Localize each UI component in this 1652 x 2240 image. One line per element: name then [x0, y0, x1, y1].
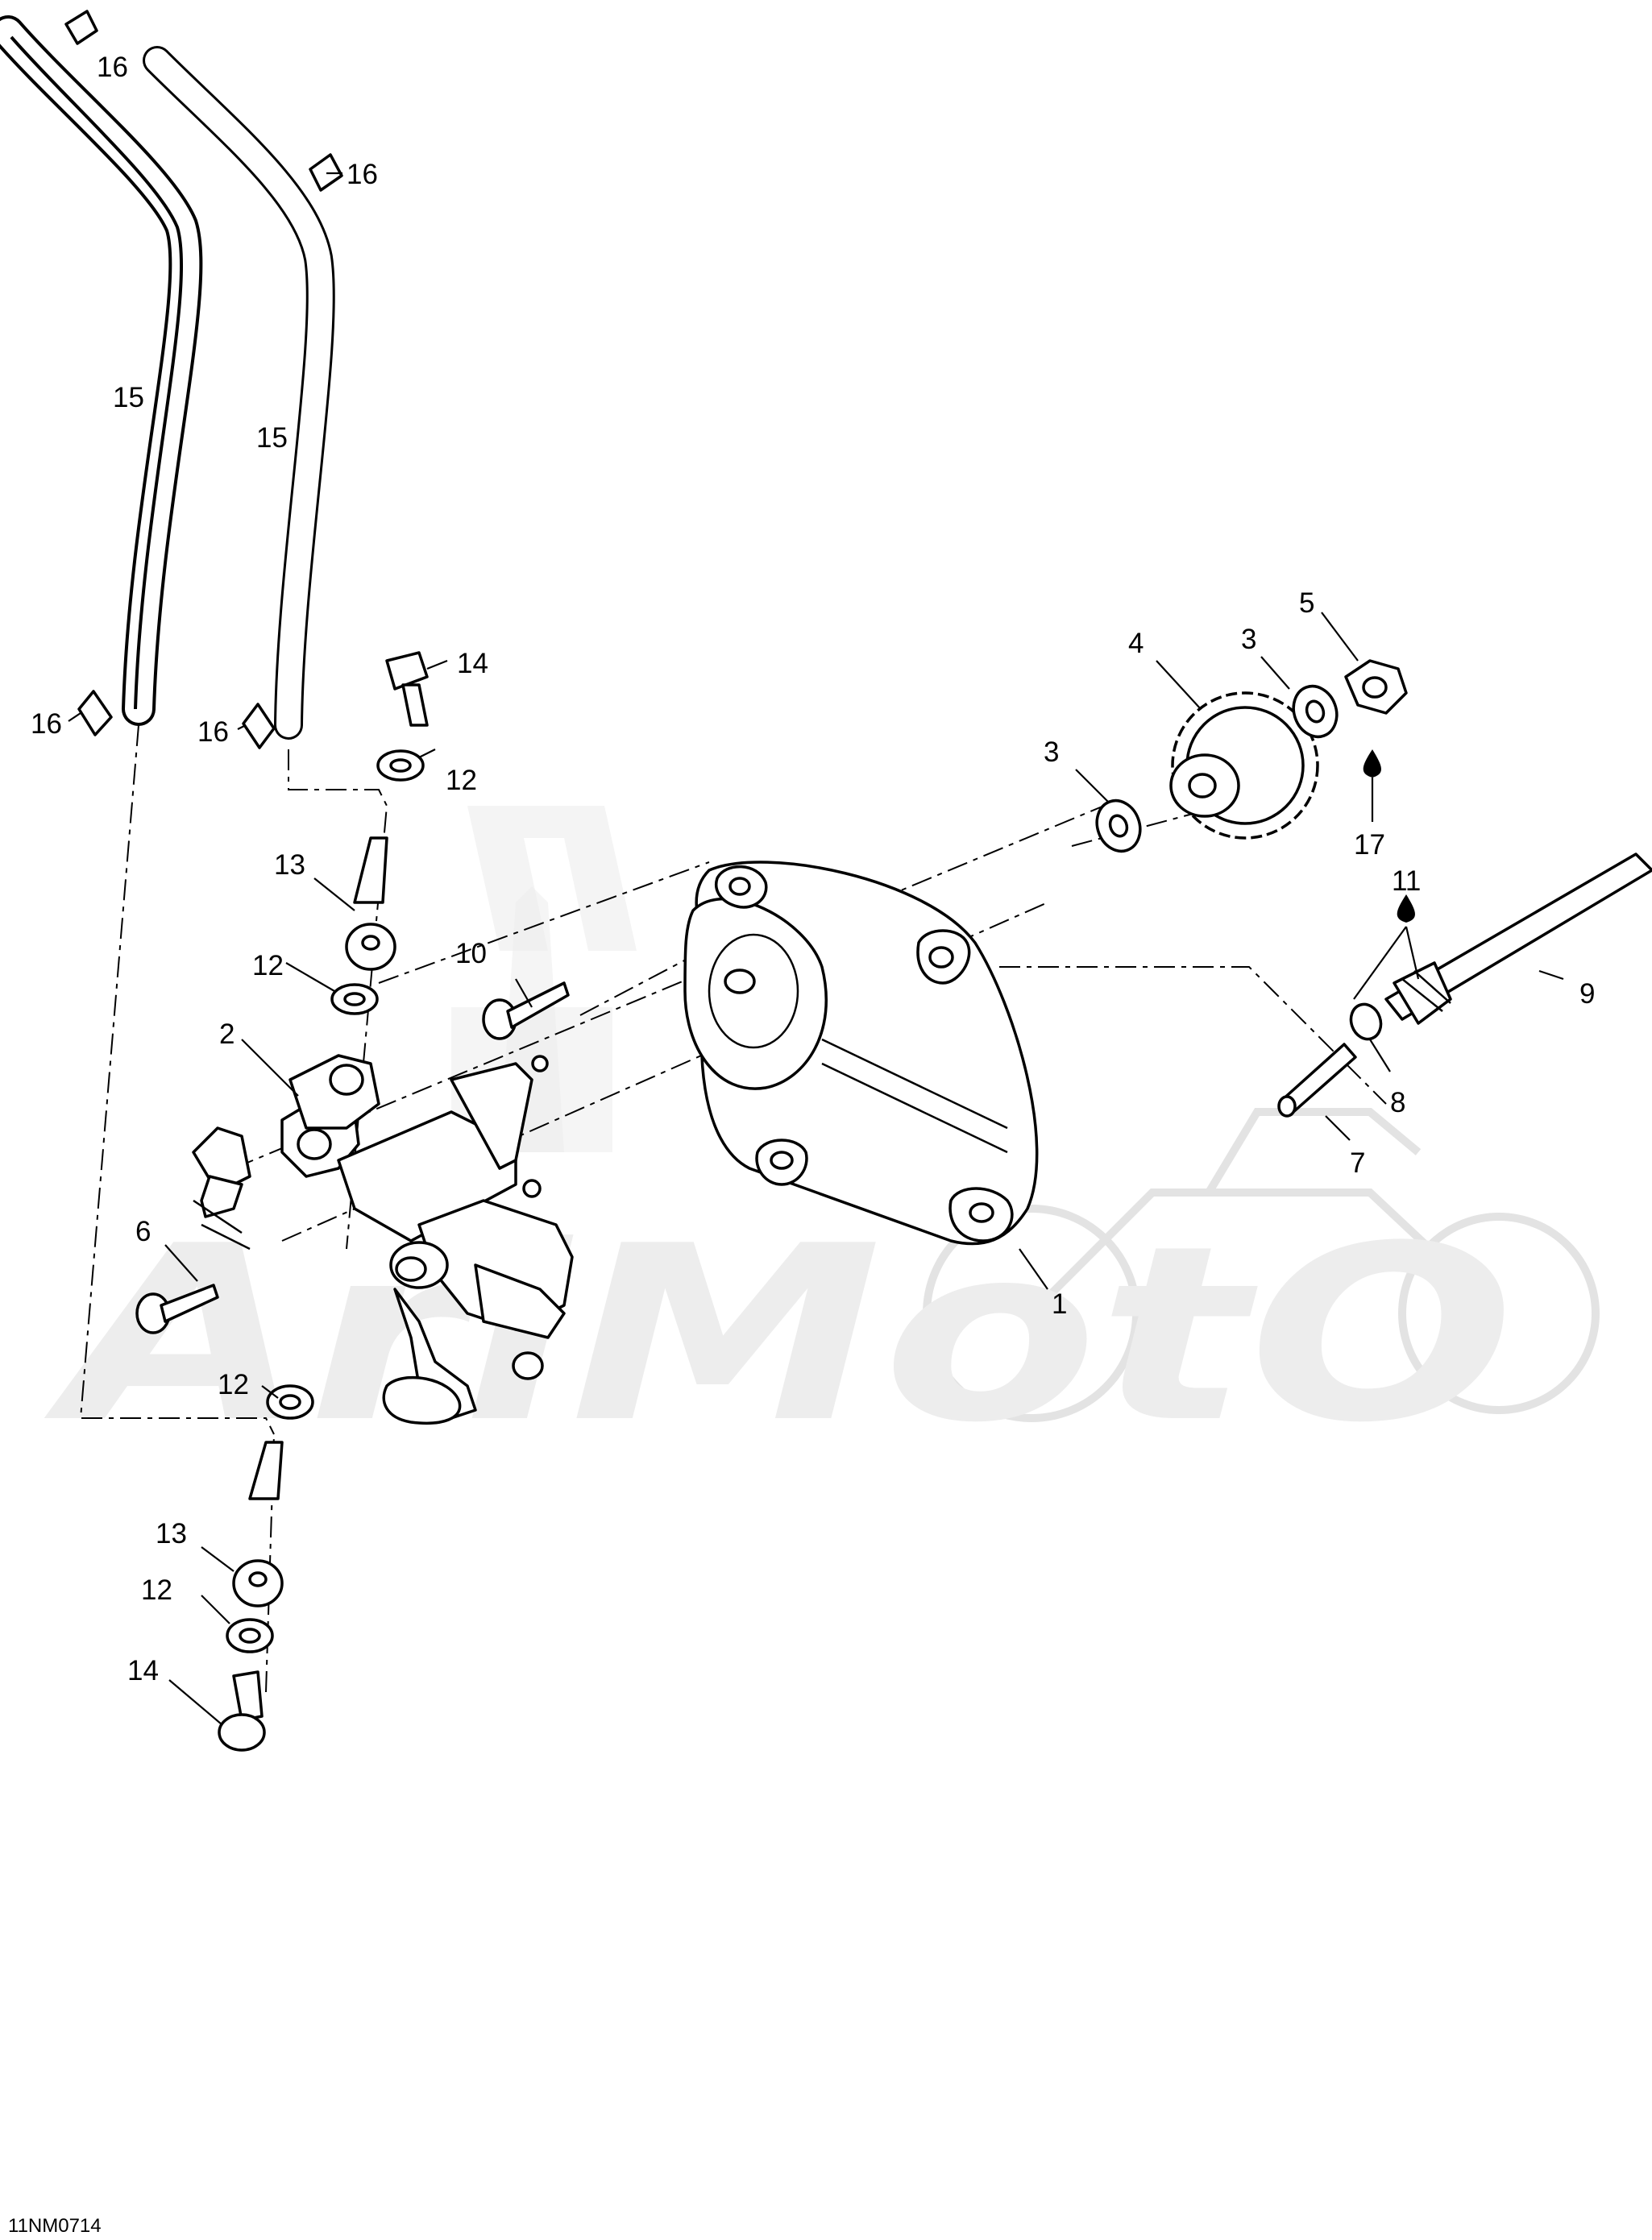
callout-16b: 16 [347, 159, 378, 190]
callout-3b: 3 [1241, 624, 1256, 655]
clamp-16-top-right [309, 153, 343, 192]
callout-9: 9 [1579, 978, 1595, 1010]
leader-lines [68, 172, 1564, 1725]
callout-7: 7 [1350, 1147, 1365, 1179]
part-3-washer-rear [1292, 684, 1339, 739]
callout-4: 4 [1128, 628, 1144, 659]
callout-17: 17 [1354, 829, 1385, 861]
callout-12b: 12 [252, 950, 284, 981]
part-5-nut [1344, 659, 1408, 715]
callout-16d: 16 [197, 716, 229, 748]
callout-11: 11 [1392, 865, 1421, 897]
part-12-washer-upper-b [330, 983, 379, 1015]
clamp-16-lower-left [77, 690, 113, 736]
callout-13b: 13 [156, 1518, 187, 1549]
part-13-banjo-fitting-lower [232, 1441, 284, 1607]
part-7-pin [1277, 1043, 1357, 1118]
callout-15b: 15 [256, 422, 288, 454]
callout-14a: 14 [457, 648, 488, 679]
callout-3a: 3 [1044, 736, 1059, 768]
part-2-oil-pump [192, 1054, 574, 1425]
part-1-housing-cover [683, 861, 1039, 1246]
tube-15-left [0, 15, 203, 726]
clamp-16-lower-right [242, 703, 276, 749]
callout-15a: 15 [113, 382, 144, 413]
part-12-washer-upper-a [376, 749, 425, 782]
drawing-code: 11NM0714 [8, 2215, 102, 2237]
callout-10: 10 [455, 938, 487, 969]
part-10-screw [482, 981, 570, 1040]
part-14-banjo-bolt-lower [218, 1670, 266, 1752]
part-3-washer-front [1095, 799, 1142, 853]
callout-2: 2 [219, 1018, 235, 1050]
watermark-text: AriMotO [40, 1194, 1515, 1475]
watermark: AriMotO [40, 806, 1600, 1475]
callout-13a: 13 [274, 849, 305, 881]
part-6-screw [135, 1284, 219, 1334]
callout-12d: 12 [141, 1574, 172, 1606]
part-12-washer-lower-b [226, 1618, 274, 1653]
part-14-banjo-bolt-upper [385, 651, 429, 727]
part-13-banjo-fitting-upper [345, 836, 396, 971]
callout-5: 5 [1299, 587, 1314, 619]
callout-1: 1 [1052, 1288, 1067, 1320]
callout-16a: 16 [97, 52, 128, 83]
part-9-pump-shaft [1384, 852, 1652, 1025]
callout-16c: 16 [31, 708, 62, 740]
tube-15-right [143, 46, 335, 740]
part-17-adhesive-drop [1363, 749, 1381, 778]
part-12-washer-lower-a [266, 1384, 314, 1420]
callout-6: 6 [135, 1216, 151, 1247]
clamp-16-top-left [64, 10, 98, 45]
part-4-gear [1169, 691, 1319, 840]
callout-8: 8 [1390, 1087, 1405, 1118]
callout-12a: 12 [446, 765, 477, 796]
callout-14b: 14 [127, 1655, 159, 1686]
callout-12c: 12 [218, 1369, 249, 1400]
part-11-lubricant-drop [1397, 894, 1415, 923]
part-8-washer [1349, 1002, 1383, 1041]
